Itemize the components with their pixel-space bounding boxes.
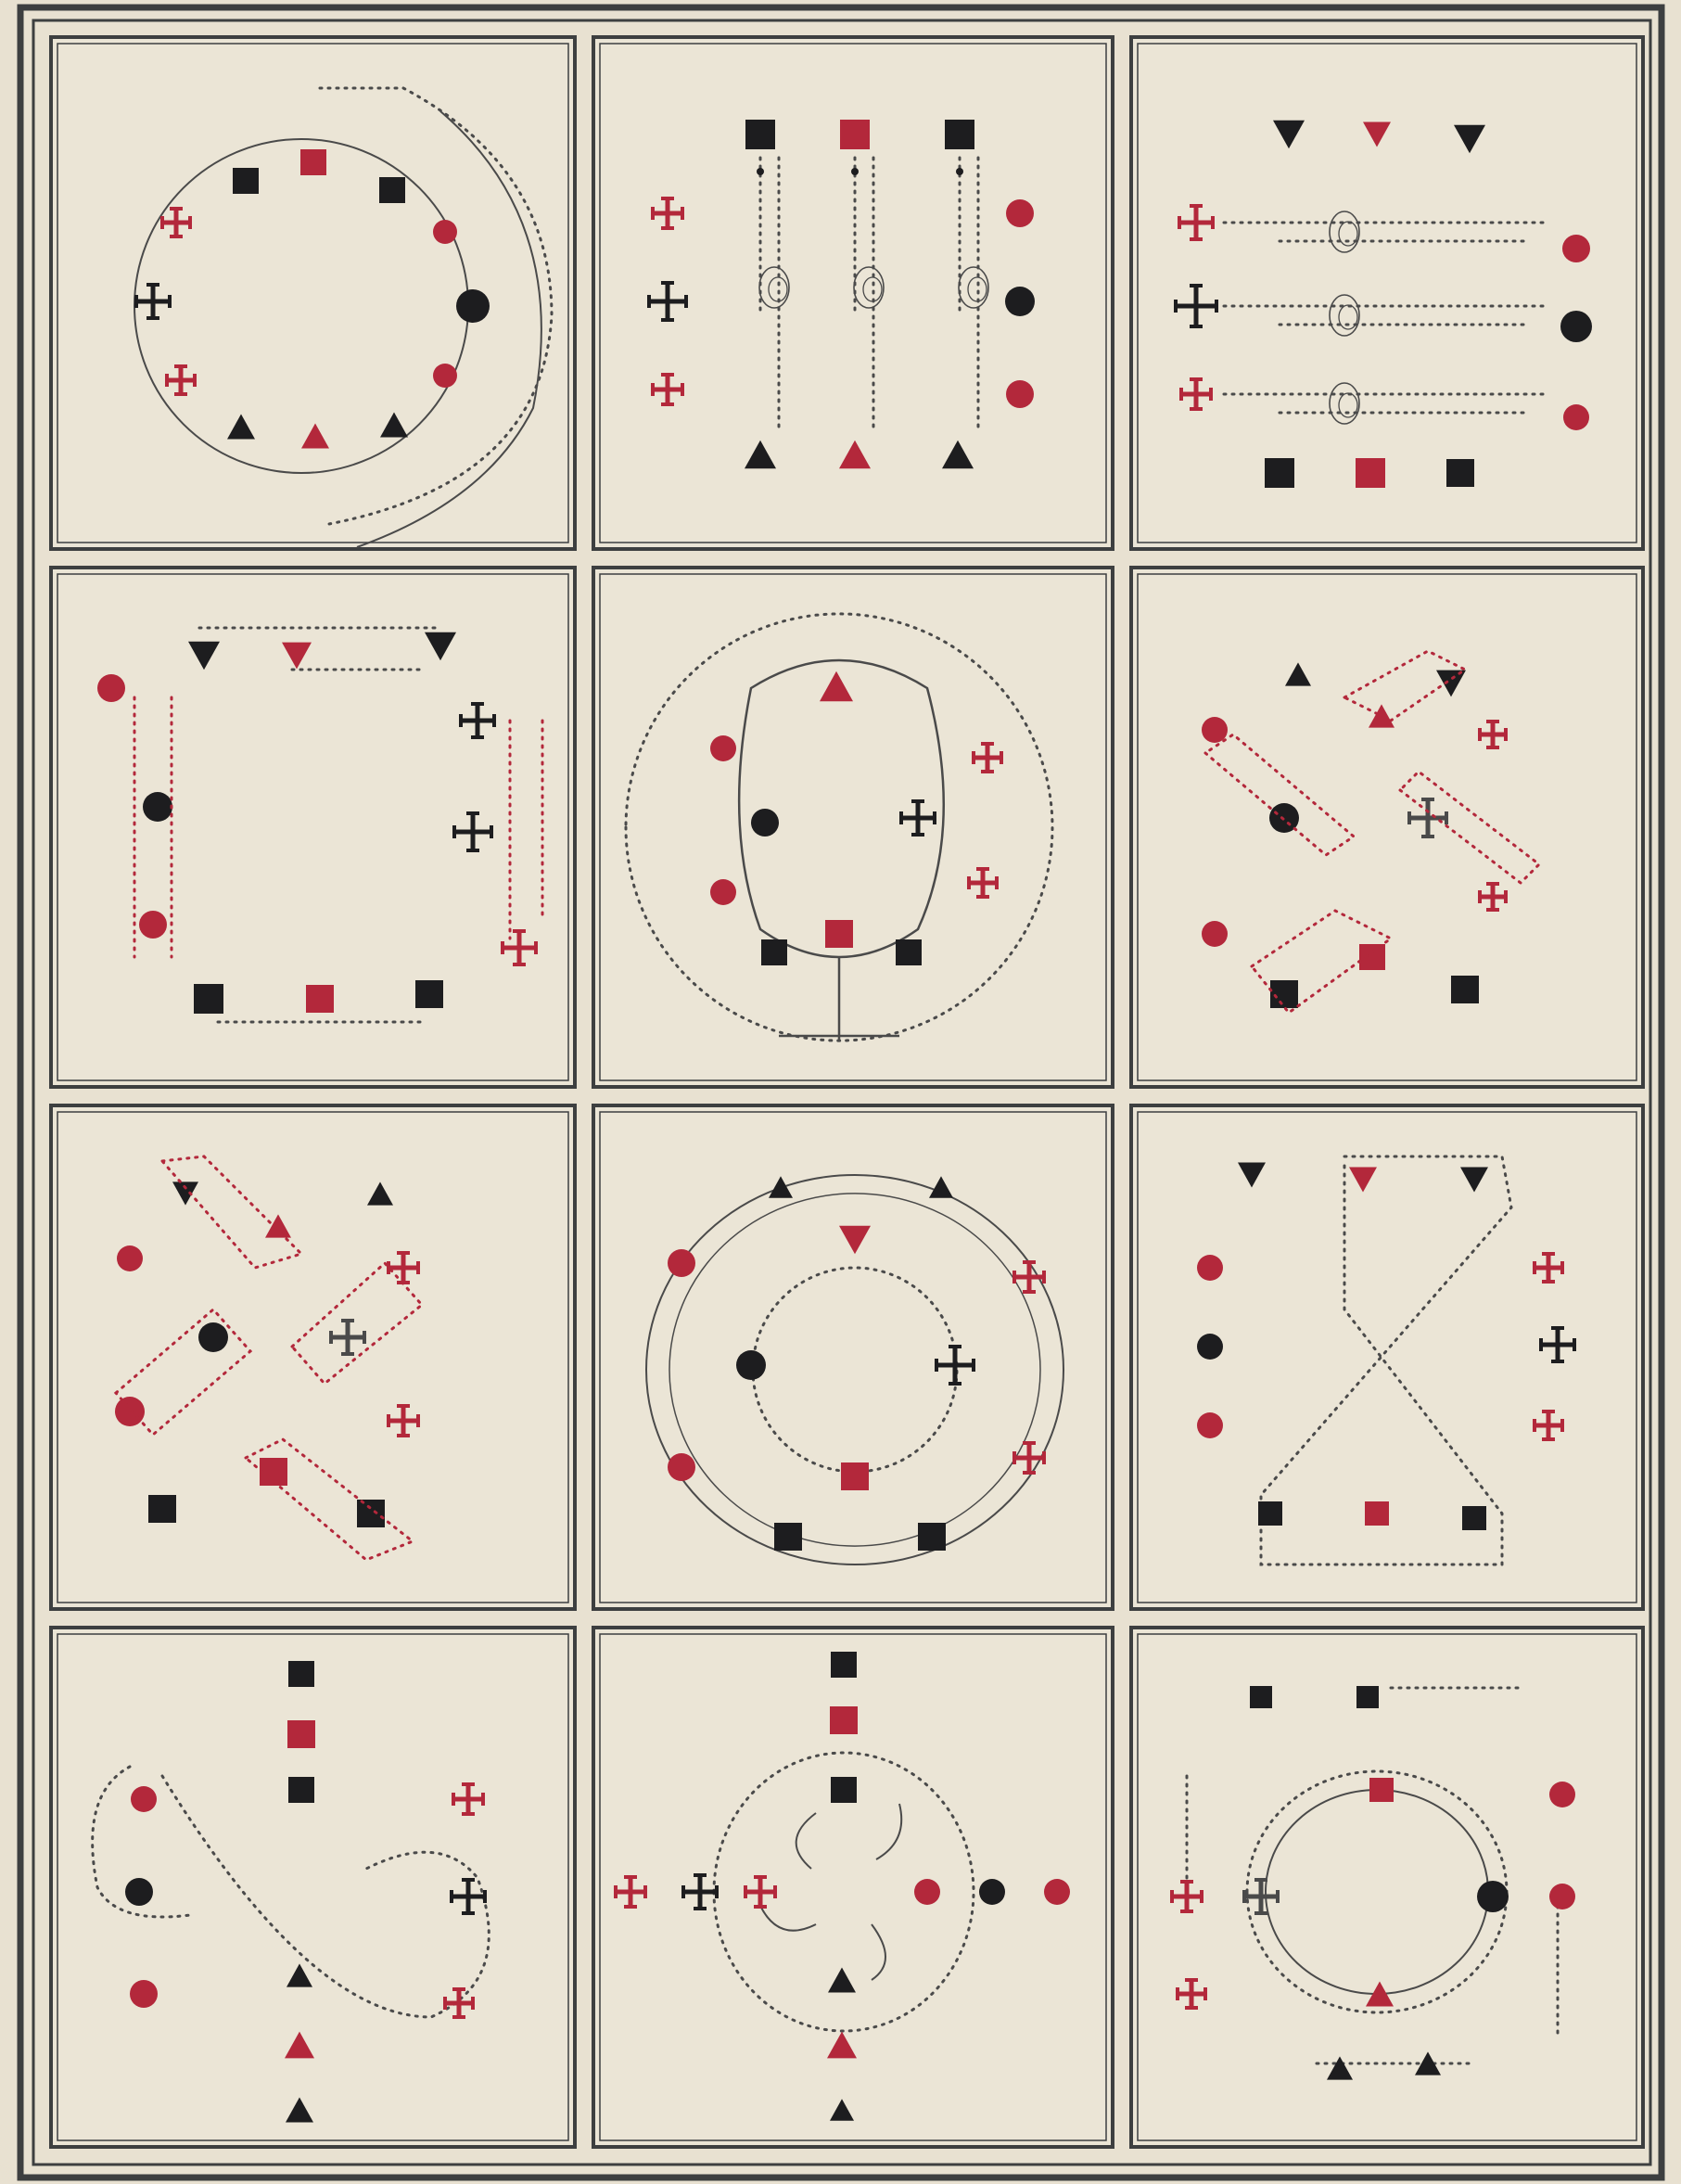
- black-square: [1270, 980, 1298, 1008]
- red-circle: [139, 911, 167, 939]
- black-square: [233, 168, 259, 194]
- panel-border: [593, 1628, 1113, 2147]
- black-square: [194, 984, 223, 1014]
- black-square: [148, 1495, 176, 1523]
- black-square: [288, 1777, 314, 1803]
- black-square: [831, 1777, 857, 1803]
- panel-border: [1131, 37, 1643, 549]
- red-circle: [115, 1397, 145, 1426]
- diagram-panel-r3c2: [593, 1105, 1113, 1609]
- black-circle: [1477, 1881, 1509, 1912]
- red-square: [830, 1706, 858, 1734]
- black-circle: [1560, 311, 1592, 342]
- black-square: [1451, 976, 1479, 1003]
- black-circle: [979, 1879, 1005, 1905]
- red-circle: [433, 364, 457, 388]
- black-circle: [125, 1878, 153, 1906]
- diagram-panel-r4c1: [51, 1628, 575, 2147]
- red-circle: [710, 735, 736, 761]
- red-circle: [117, 1245, 143, 1271]
- black-square: [357, 1500, 385, 1527]
- diagram-panel-r3c3: [1131, 1105, 1643, 1609]
- red-circle: [1549, 1884, 1575, 1909]
- black-square: [415, 980, 443, 1008]
- black-square: [1258, 1501, 1282, 1526]
- red-circle: [1197, 1255, 1223, 1281]
- red-circle: [1006, 380, 1034, 408]
- black-square: [774, 1523, 802, 1551]
- red-circle: [668, 1249, 695, 1277]
- black-circle: [456, 289, 490, 323]
- red-circle: [131, 1786, 157, 1812]
- red-square: [300, 149, 326, 175]
- diagram-panel-r1c1: [51, 37, 575, 549]
- diagram-panel-r2c2: [593, 568, 1113, 1087]
- red-square: [1359, 944, 1385, 970]
- black-square: [896, 939, 922, 965]
- black-circle: [736, 1350, 766, 1380]
- black-square: [1446, 459, 1474, 487]
- diagram-panel-r1c3: [1131, 37, 1643, 549]
- panel-border: [51, 1105, 575, 1609]
- diagram-panel-r3c1: [51, 1105, 575, 1609]
- panel-border: [593, 568, 1113, 1087]
- black-square: [288, 1661, 314, 1687]
- panel-border: [593, 1105, 1113, 1609]
- red-circle: [1549, 1782, 1575, 1807]
- red-circle: [1006, 199, 1034, 227]
- red-circle: [1563, 404, 1589, 430]
- black-square: [1356, 1686, 1379, 1708]
- diagram-panel-r1c2: [593, 37, 1113, 549]
- diagram-panel-r4c2: [593, 1628, 1113, 2147]
- black-circle: [1197, 1334, 1223, 1360]
- red-square: [1369, 1778, 1394, 1802]
- diagram-panel-r4c3: [1131, 1628, 1643, 2147]
- red-circle: [710, 879, 736, 905]
- red-circle: [914, 1879, 940, 1905]
- red-square: [306, 985, 334, 1013]
- red-circle: [1202, 921, 1228, 947]
- black-circle: [1005, 287, 1035, 316]
- black-square: [1250, 1686, 1272, 1708]
- black-circle: [198, 1322, 228, 1352]
- red-circle: [1562, 235, 1590, 262]
- black-square: [745, 120, 775, 149]
- diagram-panel-r2c3: [1131, 568, 1643, 1087]
- red-circle: [97, 674, 125, 702]
- red-square: [825, 920, 853, 948]
- marker-dot: [851, 168, 859, 175]
- red-circle: [668, 1453, 695, 1481]
- red-square: [1356, 458, 1385, 488]
- red-circle: [433, 220, 457, 244]
- black-circle: [143, 792, 172, 822]
- black-square: [945, 120, 974, 149]
- black-square: [379, 177, 405, 203]
- black-square: [1462, 1506, 1486, 1530]
- marker-dot: [757, 168, 764, 175]
- red-circle: [1197, 1412, 1223, 1438]
- panel-border: [1131, 568, 1643, 1087]
- diagram-panel-r2c1: [51, 568, 575, 1087]
- black-circle: [751, 809, 779, 837]
- red-circle: [130, 1980, 158, 2008]
- panel-border: [593, 37, 1113, 549]
- black-square: [831, 1652, 857, 1678]
- red-square: [1365, 1501, 1389, 1526]
- red-square: [840, 120, 870, 149]
- red-circle: [1202, 717, 1228, 743]
- red-circle: [1044, 1879, 1070, 1905]
- black-square: [761, 939, 787, 965]
- black-square: [918, 1523, 946, 1551]
- red-square: [841, 1462, 869, 1490]
- red-square: [287, 1720, 315, 1748]
- black-square: [1265, 458, 1294, 488]
- marker-dot: [956, 168, 963, 175]
